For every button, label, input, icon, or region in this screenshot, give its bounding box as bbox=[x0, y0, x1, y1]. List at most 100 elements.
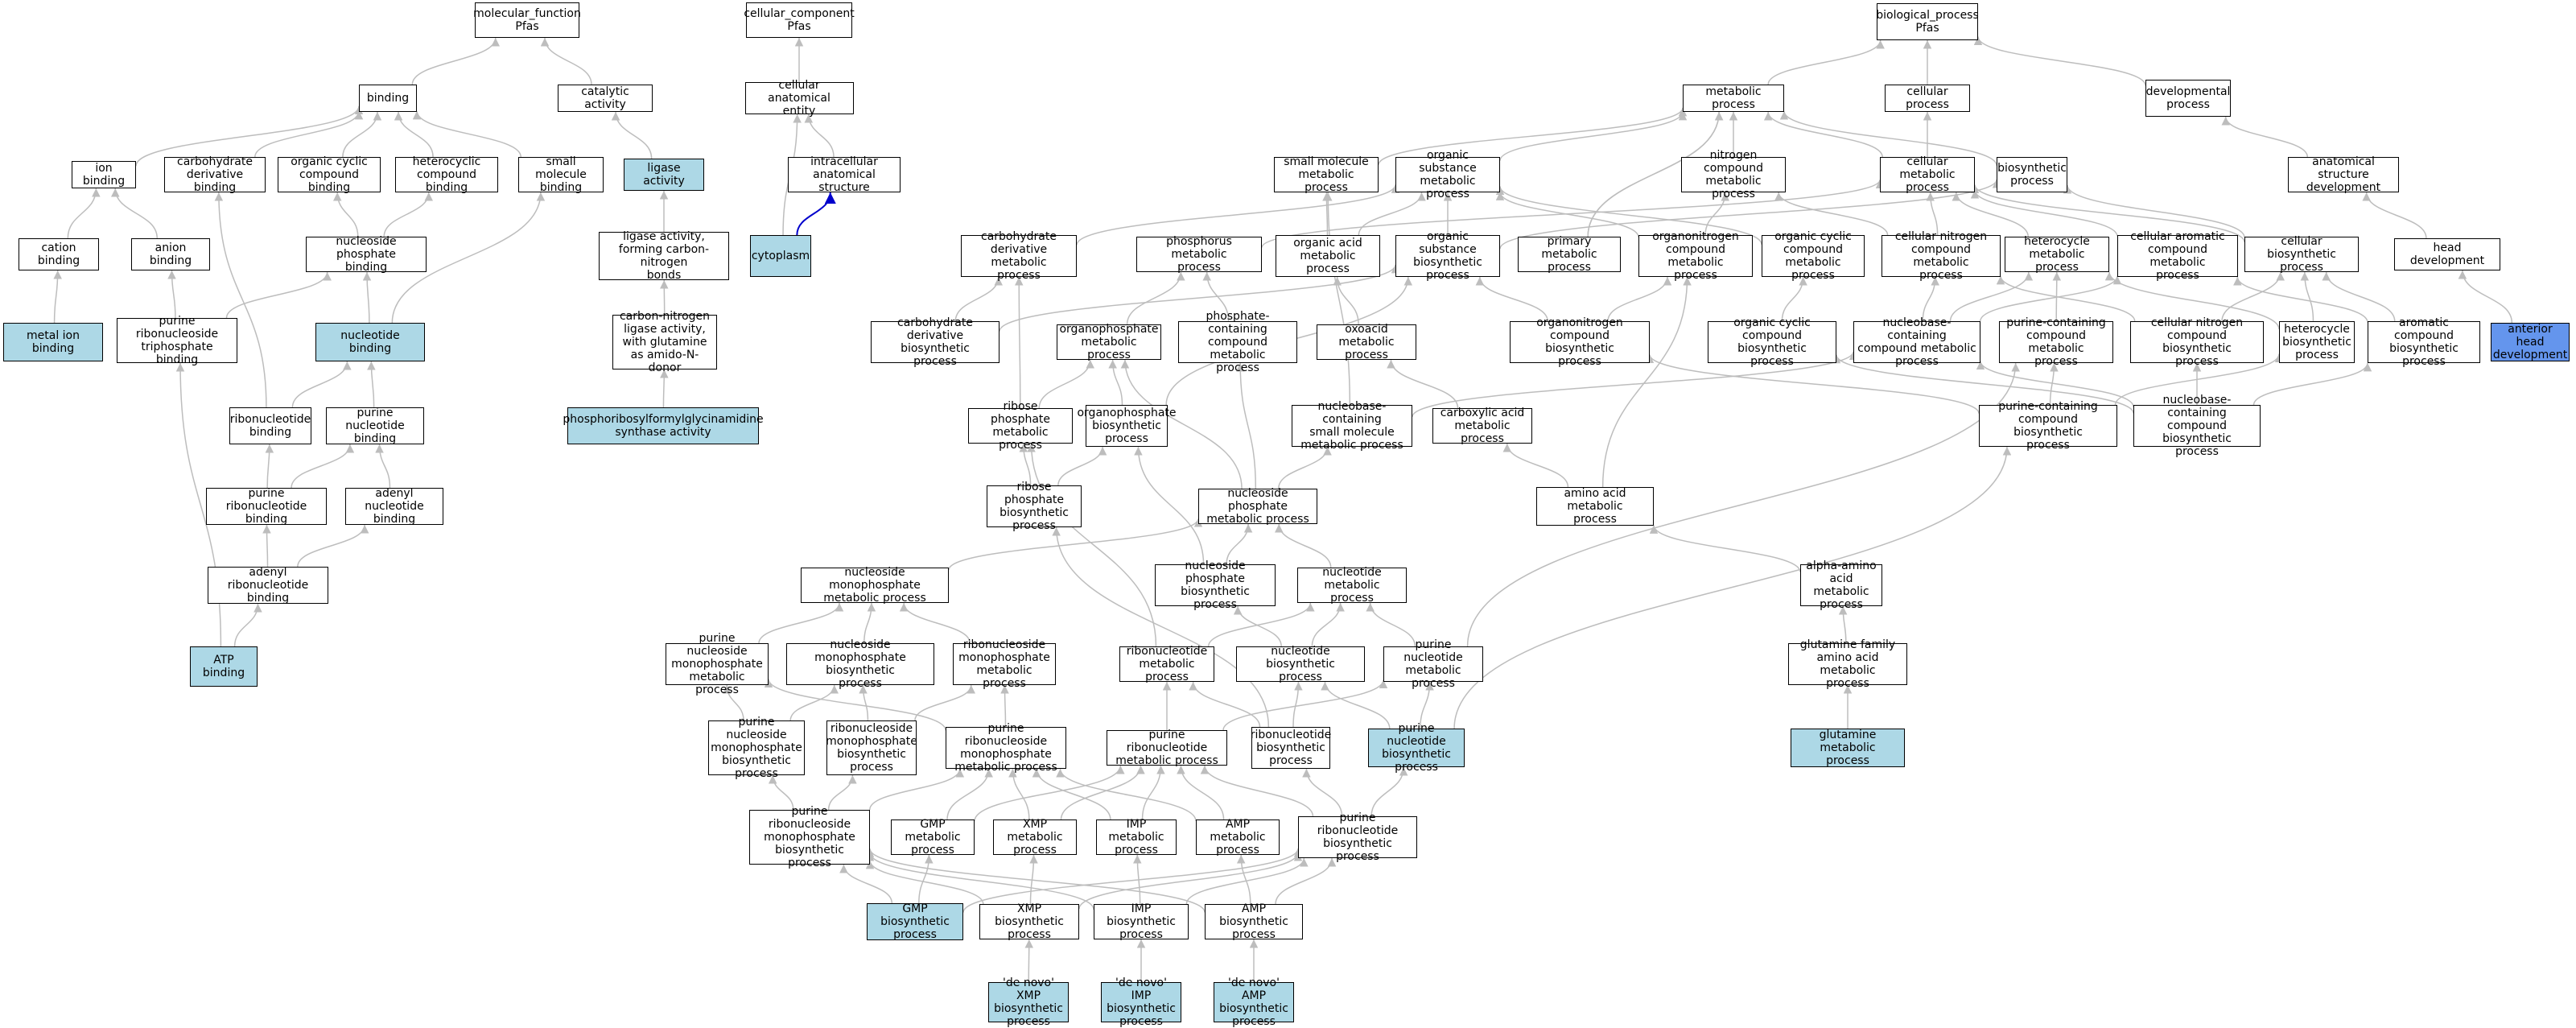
node-de-novo-imp[interactable]: 'de novo' IMP biosynthetic process bbox=[1101, 982, 1181, 1022]
node-adenyl-ribonucleotide-binding[interactable]: adenyl ribonucleotide binding bbox=[208, 567, 328, 604]
node-purine-ribonucleotide-biosynthetic-process[interactable]: purine ribonucleotide biosynthetic proce… bbox=[1298, 816, 1417, 858]
node-carbohydrate-derivative-biosynthetic-process[interactable]: carbohydrate derivative biosynthetic pro… bbox=[871, 321, 999, 363]
node-organonitrogen-compound-biosynthetic-process[interactable]: organonitrogen compound biosynthetic pro… bbox=[1510, 321, 1650, 363]
node-heterocycle-biosynthetic-process[interactable]: heterocycle biosynthetic process bbox=[2279, 321, 2355, 363]
node-binding[interactable]: binding bbox=[359, 85, 417, 112]
node-heterocycle-metabolic-process[interactable]: heterocycle metabolic process bbox=[2005, 237, 2109, 272]
node-alpha-amino-acid-metabolic-process[interactable]: alpha-amino acid metabolic process bbox=[1800, 564, 1882, 606]
node-phosphate-containing-compound-metabolic-process[interactable]: phosphate-containing compound metabolic … bbox=[1178, 321, 1297, 363]
node-carbohydrate-derivative-metabolic-process[interactable]: carbohydrate derivative metabolic proces… bbox=[961, 235, 1077, 277]
node-cellular-metabolic-process[interactable]: cellular metabolic process bbox=[1880, 157, 1975, 192]
node-nucleoside-monophosphate-biosynthetic-process[interactable]: nucleoside monophosphate biosynthetic pr… bbox=[786, 643, 934, 685]
node-glutamine-metabolic-process[interactable]: glutamine metabolic process bbox=[1791, 729, 1905, 767]
node-nucleobase-containing-compound-metabolic-process[interactable]: nucleobase-containing compound metabolic… bbox=[1853, 321, 1980, 363]
node-organic-cyclic-compound-binding[interactable]: organic cyclic compound binding bbox=[278, 157, 381, 192]
node-gmp-metabolic-process[interactable]: GMP metabolic process bbox=[891, 820, 975, 855]
node-carboxylic-acid-metabolic-process[interactable]: carboxylic acid metabolic process bbox=[1432, 408, 1532, 444]
node-carbon-nitrogen-ligase[interactable]: carbon-nitrogen ligase activity, with gl… bbox=[612, 315, 717, 370]
node-purine-nucleoside-monophosphate-metabolic-process[interactable]: purine nucleoside monophosphate metaboli… bbox=[666, 643, 769, 685]
node-purine-ribonucleoside-monophosphate-metabolic-process[interactable]: purine ribonucleoside monophosphate meta… bbox=[946, 727, 1066, 769]
node-cellular-biosynthetic-process[interactable]: cellular biosynthetic process bbox=[2244, 237, 2359, 272]
node-purine-ribonucleoside-monophosphate-biosynthetic-process[interactable]: purine ribonucleoside monophosphate bios… bbox=[749, 810, 870, 865]
node-ribonucleotide-binding[interactable]: ribonucleotide binding bbox=[229, 407, 311, 444]
node-ion-binding[interactable]: ion binding bbox=[72, 161, 136, 188]
node-purine-containing-compound-biosynthetic-process[interactable]: purine-containing compound biosynthetic … bbox=[1979, 405, 2117, 447]
node-purine-nucleotide-binding[interactable]: purine nucleotide binding bbox=[326, 407, 424, 444]
node-organic-substance-biosynthetic-process[interactable]: organic substance biosynthetic process bbox=[1395, 235, 1500, 277]
node-cellular-nitrogen-compound-biosynthetic-process[interactable]: cellular nitrogen compound biosynthetic … bbox=[2130, 321, 2264, 363]
node-glutamine-family-amino-acid-metabolic-process[interactable]: glutamine family amino acid metabolic pr… bbox=[1788, 643, 1907, 685]
node-nucleotide-binding[interactable]: nucleotide binding bbox=[315, 323, 425, 361]
node-purine-ribonucleotide-metabolic-process[interactable]: purine ribonucleotide metabolic process bbox=[1107, 730, 1227, 766]
node-anatomical-structure-development[interactable]: anatomical structure development bbox=[2288, 157, 2399, 192]
node-amp-metabolic-process[interactable]: AMP metabolic process bbox=[1196, 820, 1280, 855]
node-cc-pfas[interactable]: cellular_component Pfas bbox=[746, 2, 852, 38]
node-primary-metabolic-process[interactable]: primary metabolic process bbox=[1518, 237, 1621, 272]
node-xmp-biosynthetic-process[interactable]: XMP biosynthetic process bbox=[979, 904, 1079, 939]
node-cytoplasm[interactable]: cytoplasm bbox=[750, 235, 811, 277]
node-de-novo-amp[interactable]: 'de novo' AMP biosynthetic process bbox=[1214, 982, 1294, 1022]
node-ribonucleoside-monophosphate-biosynthetic-process[interactable]: ribonucleoside monophosphate biosyntheti… bbox=[826, 720, 917, 775]
node-mf-pfas[interactable]: molecular_function Pfas bbox=[475, 2, 579, 38]
node-ribonucleotide-biosynthetic-process[interactable]: ribonucleotide biosynthetic process bbox=[1251, 727, 1330, 769]
node-small-molecule-metabolic-process[interactable]: small molecule metabolic process bbox=[1274, 157, 1379, 192]
node-amp-biosynthetic-process[interactable]: AMP biosynthetic process bbox=[1205, 904, 1303, 939]
node-nitrogen-compound-metabolic-process[interactable]: nitrogen compound metabolic process bbox=[1681, 157, 1786, 192]
node-nucleobase-containing-compound-biosynthetic-process[interactable]: nucleobase-containing compound biosynthe… bbox=[2133, 405, 2261, 447]
node-organic-cyclic-compound-biosynthetic-process[interactable]: organic cyclic compound biosynthetic pro… bbox=[1708, 321, 1836, 363]
node-xmp-metabolic-process[interactable]: XMP metabolic process bbox=[993, 820, 1077, 855]
node-developmental-process[interactable]: developmental process bbox=[2145, 80, 2231, 117]
node-cellular-aromatic-compound-metabolic-process[interactable]: cellular aromatic compound metabolic pro… bbox=[2117, 235, 2238, 277]
node-nucleobase-containing-small-molecule-metabolic-process[interactable]: nucleobase-containing small molecule met… bbox=[1292, 405, 1412, 447]
node-adenyl-nucleotide-binding[interactable]: adenyl nucleotide binding bbox=[345, 488, 443, 525]
node-intracellular-anatomical-structure[interactable]: intracellular anatomical structure bbox=[788, 157, 901, 192]
node-ligase-activity[interactable]: ligase activity bbox=[624, 159, 704, 191]
node-purine-ribonucleotide-binding[interactable]: purine ribonucleotide binding bbox=[206, 488, 327, 525]
node-purine-nucleotide-biosynthetic-process[interactable]: purine nucleotide biosynthetic process bbox=[1368, 729, 1465, 767]
node-catalytic-activity[interactable]: catalytic activity bbox=[558, 85, 653, 112]
node-nucleotide-biosynthetic-process[interactable]: nucleotide biosynthetic process bbox=[1236, 646, 1365, 682]
node-oxoacid-metabolic-process[interactable]: oxoacid metabolic process bbox=[1317, 324, 1416, 360]
node-cellular-nitrogen-compound-metabolic-process[interactable]: cellular nitrogen compound metabolic pro… bbox=[1882, 235, 2001, 277]
node-head-development[interactable]: head development bbox=[2394, 238, 2500, 270]
node-anterior-head-development[interactable]: anterior head development bbox=[2491, 323, 2570, 361]
node-nucleoside-phosphate-metabolic-process[interactable]: nucleoside phosphate metabolic process bbox=[1198, 489, 1317, 524]
node-biosynthetic-process[interactable]: biosynthetic process bbox=[1997, 157, 2067, 192]
node-carbohydrate-derivative-binding[interactable]: carbohydrate derivative binding bbox=[164, 157, 266, 192]
node-atp-binding[interactable]: ATP binding bbox=[190, 646, 258, 687]
node-organic-substance-metabolic-process[interactable]: organic substance metabolic process bbox=[1395, 157, 1500, 192]
node-purine-ribonucleoside-triphosphate-binding[interactable]: purine ribonucleoside triphosphate bindi… bbox=[117, 318, 237, 363]
node-imp-biosynthetic-process[interactable]: IMP biosynthetic process bbox=[1094, 904, 1189, 939]
node-nucleoside-phosphate-binding[interactable]: nucleoside phosphate binding bbox=[306, 237, 427, 272]
node-ribose-phosphate-biosynthetic-process[interactable]: ribose phosphate biosynthetic process bbox=[987, 485, 1082, 527]
node-cation-binding[interactable]: cation binding bbox=[19, 238, 99, 270]
node-metal-ion-binding[interactable]: metal ion binding bbox=[3, 323, 103, 361]
node-cellular-anatomical-entity[interactable]: cellular anatomical entity bbox=[745, 82, 854, 114]
node-ribose-phosphate-metabolic-process[interactable]: ribose phosphate metabolic process bbox=[968, 408, 1073, 444]
node-organophosphate-metabolic-process[interactable]: organophosphate metabolic process bbox=[1057, 324, 1161, 360]
node-amino-acid-metabolic-process[interactable]: amino acid metabolic process bbox=[1536, 487, 1654, 526]
node-phosphoribosylformylglycinamidine-synthase-activity[interactable]: phosphoribosylformylglycinamidine syntha… bbox=[567, 407, 759, 444]
node-purine-nucleoside-monophosphate-biosynthetic-process[interactable]: purine nucleoside monophosphate biosynth… bbox=[708, 720, 805, 775]
node-imp-metabolic-process[interactable]: IMP metabolic process bbox=[1096, 820, 1177, 855]
node-ribonucleoside-monophosphate-metabolic-process[interactable]: ribonucleoside monophosphate metabolic p… bbox=[953, 643, 1056, 685]
node-organonitrogen-compound-metabolic-process[interactable]: organonitrogen compound metabolic proces… bbox=[1638, 235, 1753, 277]
node-ribonucleotide-metabolic-process[interactable]: ribonucleotide metabolic process bbox=[1119, 646, 1214, 682]
node-organic-acid-metabolic-process[interactable]: organic acid metabolic process bbox=[1276, 235, 1380, 277]
node-metabolic-process[interactable]: metabolic process bbox=[1683, 85, 1784, 112]
node-organic-cyclic-compound-metabolic-process[interactable]: organic cyclic compound metabolic proces… bbox=[1762, 235, 1865, 277]
node-small-molecule-binding[interactable]: small molecule binding bbox=[518, 157, 604, 192]
node-nucleotide-metabolic-process[interactable]: nucleotide metabolic process bbox=[1297, 568, 1407, 603]
node-bp-pfas[interactable]: biological_process Pfas bbox=[1877, 3, 1978, 40]
node-cellular-process[interactable]: cellular process bbox=[1885, 85, 1970, 112]
node-aromatic-compound-biosynthetic-process[interactable]: aromatic compound biosynthetic process bbox=[2368, 321, 2480, 363]
node-de-novo-xmp[interactable]: 'de novo' XMP biosynthetic process bbox=[988, 982, 1069, 1022]
node-phosphorus-metabolic-process[interactable]: phosphorus metabolic process bbox=[1136, 237, 1262, 272]
node-nucleoside-phosphate-biosynthetic-process[interactable]: nucleoside phosphate biosynthetic proces… bbox=[1155, 564, 1276, 606]
node-anion-binding[interactable]: anion binding bbox=[131, 238, 210, 270]
node-heterocyclic-compound-binding[interactable]: heterocyclic compound binding bbox=[395, 157, 498, 192]
node-gmp-biosynthetic-process[interactable]: GMP biosynthetic process bbox=[867, 903, 963, 940]
node-purine-nucleotide-metabolic-process[interactable]: purine nucleotide metabolic process bbox=[1383, 646, 1483, 682]
node-ligase-cn-bonds[interactable]: ligase activity, forming carbon-nitrogen… bbox=[599, 232, 729, 280]
node-organophosphate-biosynthetic-process[interactable]: organophosphate biosynthetic process bbox=[1086, 405, 1168, 447]
